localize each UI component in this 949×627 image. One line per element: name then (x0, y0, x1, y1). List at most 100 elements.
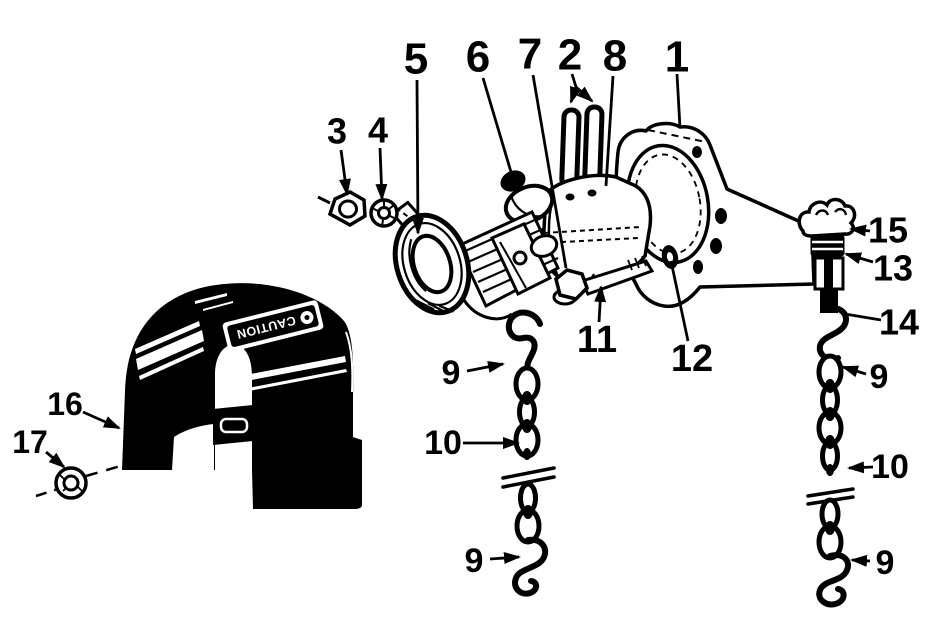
yoke-pin (512, 250, 528, 266)
connector-sleeve-stripe (824, 259, 833, 288)
chain-anchor-stack (797, 197, 857, 313)
collar-detail (509, 195, 543, 218)
callout-leader-15-15 (849, 224, 871, 237)
grease-boot (500, 170, 526, 192)
yoke-assembly (462, 222, 559, 321)
washer-bore (377, 206, 391, 220)
callout-label-2-1: 2 (558, 31, 582, 80)
callout-leader-4-3 (375, 147, 388, 201)
cylinder-hole-1 (565, 193, 575, 201)
callout-leader-9-10 (489, 552, 521, 565)
callout-label-13-13: 13 (873, 248, 913, 289)
yoke-boss (529, 234, 559, 258)
callout-leader-13-13 (844, 252, 874, 265)
wing-nut-detail-2 (834, 207, 848, 216)
knurled-nut (810, 234, 845, 257)
casting-top-dashed-edge (647, 129, 707, 143)
left-chain-junctions (522, 391, 533, 519)
callout-leader-10-17 (847, 461, 874, 474)
shield-bracket-tab (213, 405, 253, 445)
callout-label-7-6: 7 (518, 30, 542, 79)
callout-label-15-15: 15 (868, 210, 908, 251)
key-right (582, 104, 605, 186)
right-bottom-s-hook (816, 552, 851, 608)
callout-leader-1-0 (675, 73, 682, 129)
callout-label-1-0: 1 (665, 33, 689, 82)
callout-leader-11-11 (594, 285, 607, 323)
shield-form-line (345, 331, 354, 393)
grommet (661, 245, 679, 269)
nut-stub-line (317, 195, 331, 205)
cylinder-hole-2 (587, 189, 597, 197)
safety-shield: CAUTION (122, 283, 362, 509)
callout-leader-6-5 (481, 77, 513, 173)
yoke-plate-line (499, 241, 527, 289)
yoke-lower-arc (462, 299, 513, 321)
callout-label-9-16: 9 (870, 358, 889, 396)
casting-bolt-holes (692, 146, 727, 274)
right-chain-break-marks (806, 487, 855, 506)
lock-washer (369, 198, 399, 228)
callout-label-10-17: 10 (871, 448, 909, 486)
clamp-inner (410, 233, 454, 295)
shield-washer (35, 456, 149, 500)
callout-leader-9-16 (841, 365, 867, 378)
callout-label-14-14: 14 (879, 302, 919, 343)
callout-label-10-9: 10 (424, 424, 462, 462)
callout-label-6-5: 6 (466, 33, 490, 82)
callout-label-5-4: 5 (404, 35, 428, 84)
callout-label-4-3: 4 (368, 110, 388, 151)
washer-to-clamp-dashes (395, 207, 411, 219)
bearing-collar (500, 170, 555, 225)
washer-teeth (371, 200, 397, 227)
left-chain (501, 309, 556, 597)
callout-label-3-2: 3 (327, 111, 347, 152)
callout-label-9-8: 9 (442, 354, 461, 392)
callout-label-16-19: 16 (47, 386, 83, 422)
callout-leader-8-7 (604, 75, 615, 187)
clamp-shading (416, 299, 455, 313)
callout-leader-12-12 (669, 260, 690, 342)
callout-leader-17-20 (45, 450, 66, 469)
cylinder-dash-2 (542, 237, 639, 244)
callout-label-11-11: 11 (577, 319, 617, 361)
shield-right-stripes (240, 356, 347, 392)
clamp-inner-arc (408, 238, 427, 292)
callout-leader-5-4 (411, 79, 424, 235)
shield-bracket-slot (219, 417, 249, 434)
callout-leader-14-14 (844, 312, 882, 322)
callout-leader-16-19 (82, 410, 121, 430)
wing-nut-detail-1 (814, 209, 830, 216)
bolt-threads (627, 255, 647, 271)
hex-nut (317, 190, 367, 228)
left-chain-break-marks (501, 466, 556, 489)
nut-bore (338, 199, 358, 219)
washer17-hatch (59, 474, 83, 492)
washer-dash-left (35, 487, 59, 498)
left-bottom-s-hook (512, 536, 549, 597)
wing-nut (797, 197, 857, 238)
callout-label-9-10: 9 (465, 542, 484, 580)
right-chain (806, 304, 855, 608)
shield-leg-notch (172, 424, 214, 470)
s-hook-14 (816, 304, 849, 363)
callout-leader-3-2 (339, 149, 351, 196)
key-left (559, 107, 582, 189)
cylinder-dash-1 (543, 226, 641, 234)
callout-leader-7-6 (531, 74, 568, 269)
callout-label-9-18: 9 (876, 544, 895, 582)
bolt-head (554, 268, 590, 301)
right-chain-junctions (825, 379, 835, 535)
callout-leader-9-8 (466, 360, 505, 373)
callout-leader-9-18 (850, 554, 871, 567)
shaft-keys (559, 104, 605, 189)
left-top-s-hook (505, 309, 543, 373)
callout-label-8-7: 8 (603, 32, 627, 81)
shield-left-stripes (135, 293, 233, 380)
washer-dash-right (85, 456, 149, 478)
callout-label-17-20: 17 (12, 424, 48, 460)
caution-plate: CAUTION (222, 300, 324, 352)
callout-leader-2-1 (575, 85, 594, 103)
